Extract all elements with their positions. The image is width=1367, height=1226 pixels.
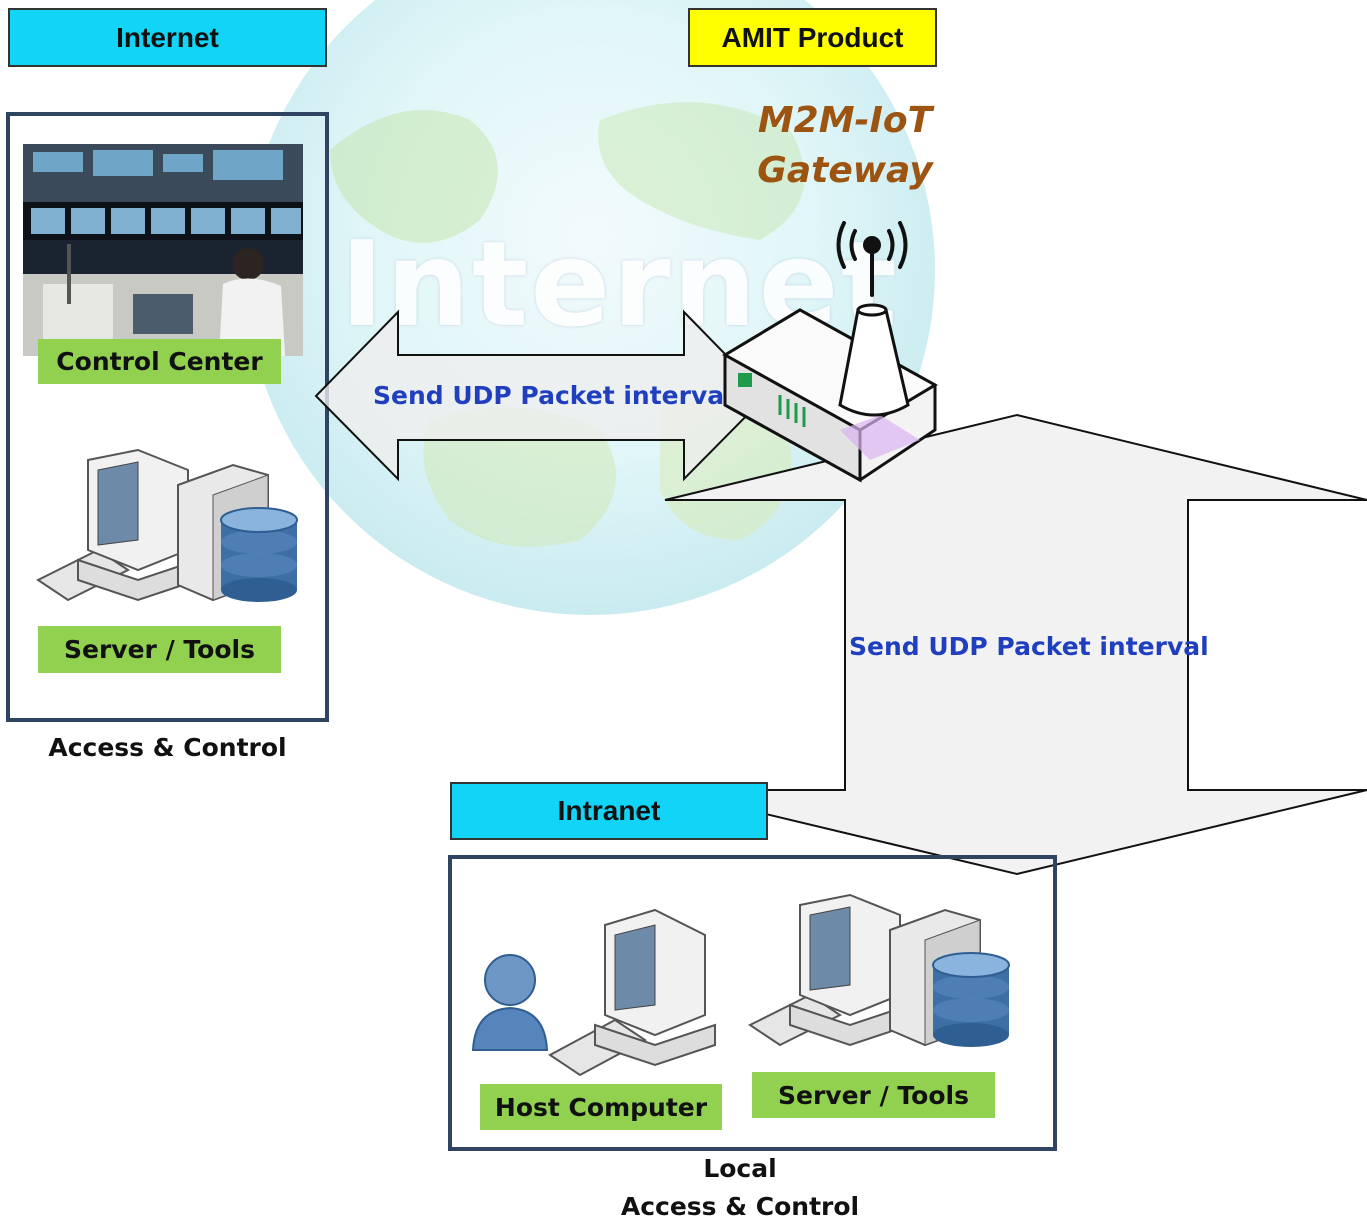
desktop-computer-icon xyxy=(77,448,199,602)
user-icon xyxy=(471,954,549,1051)
database-icon xyxy=(220,507,298,602)
control-center-label: Control Center xyxy=(38,339,281,384)
database-icon xyxy=(932,952,1010,1047)
local-access-panel xyxy=(448,855,1057,1151)
gateway-title-line2: Gateway xyxy=(757,150,933,191)
wireless-signal-icon xyxy=(836,221,908,297)
remote-server-tools-label: Server / Tools xyxy=(38,626,281,673)
local-server-tools-icon xyxy=(748,893,1010,1047)
local-server-tools-label: Server / Tools xyxy=(752,1072,995,1118)
amit-product-tag: AMIT Product xyxy=(688,8,937,67)
access-control-caption: Access & Control xyxy=(48,733,287,762)
remote-server-tools-icon xyxy=(36,448,298,602)
local-access-caption: Local Access & Control xyxy=(540,1150,940,1226)
gateway-title: M2M-IoT Gateway xyxy=(720,96,970,196)
udp-horizontal-label: Send UDP Packet interval xyxy=(373,381,733,410)
router-gateway-icon xyxy=(722,221,938,483)
local-caption-line2: Access & Control xyxy=(620,1192,860,1221)
remote-access-panel xyxy=(6,112,329,722)
udp-vertical-label: Send UDP Packet interval xyxy=(849,632,1209,661)
desktop-computer-icon xyxy=(548,908,716,1077)
desktop-computer-icon xyxy=(789,893,911,1047)
intranet-tag: Intranet xyxy=(450,782,768,840)
host-computer-icon xyxy=(471,908,716,1077)
internet-tag: Internet xyxy=(8,8,327,67)
host-computer-label: Host Computer xyxy=(480,1084,722,1130)
local-caption-line1: Local xyxy=(703,1154,777,1183)
gateway-title-line1: M2M-IoT xyxy=(757,100,933,141)
